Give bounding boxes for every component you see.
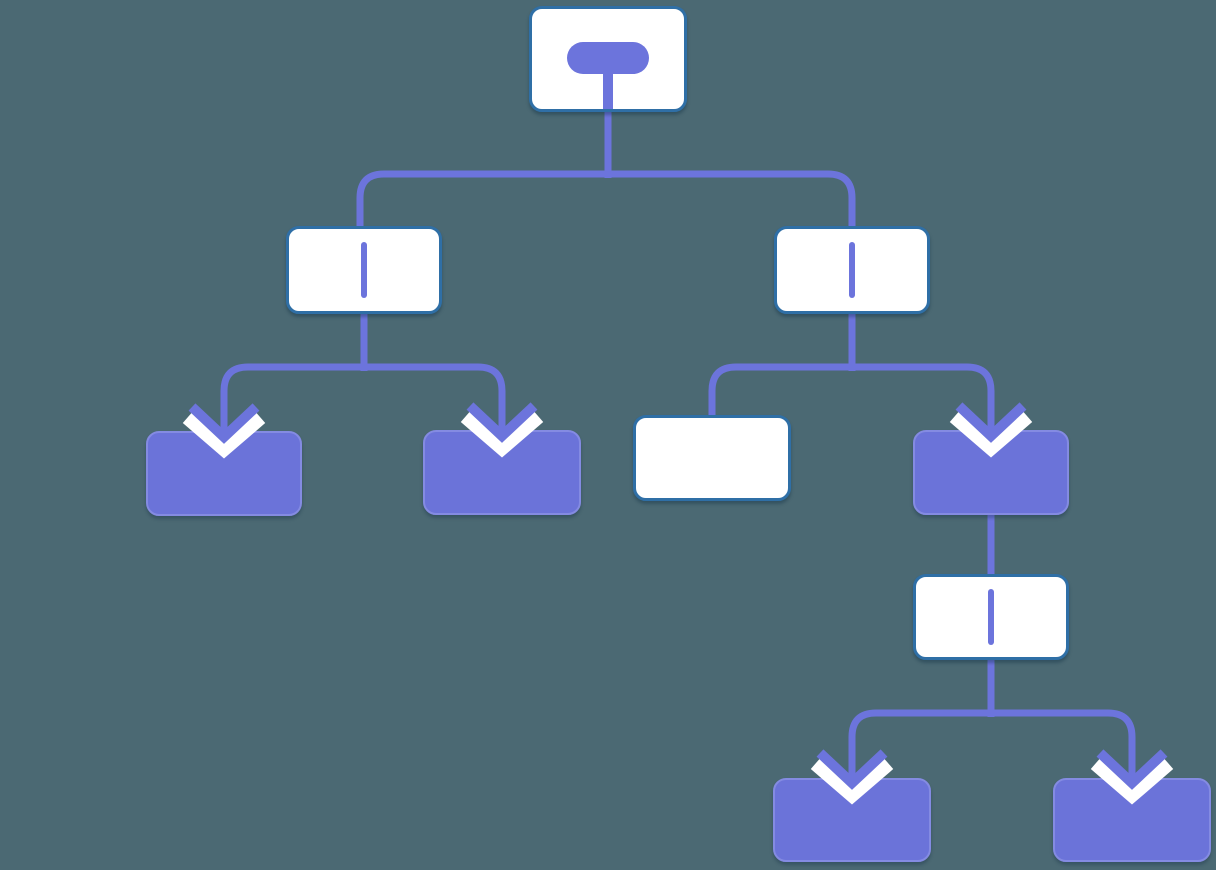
pill-stem-icon bbox=[603, 71, 613, 109]
node-branch-right[interactable] bbox=[774, 226, 930, 314]
node-branch-left[interactable] bbox=[286, 226, 442, 314]
cursor-line-icon bbox=[849, 242, 855, 298]
cursor-line-icon bbox=[361, 242, 367, 298]
node-leaf-left-1[interactable] bbox=[146, 431, 302, 516]
node-root[interactable] bbox=[529, 6, 687, 112]
cursor-line-icon bbox=[988, 589, 994, 645]
node-child-white[interactable] bbox=[633, 415, 791, 501]
node-leaf-right-2[interactable] bbox=[1053, 778, 1211, 862]
node-leaf-right-1[interactable] bbox=[773, 778, 931, 862]
node-leaf-left-2[interactable] bbox=[423, 430, 581, 515]
node-child-purple[interactable] bbox=[913, 430, 1069, 515]
node-sub-branch[interactable] bbox=[913, 574, 1069, 660]
pill-icon bbox=[567, 42, 649, 74]
